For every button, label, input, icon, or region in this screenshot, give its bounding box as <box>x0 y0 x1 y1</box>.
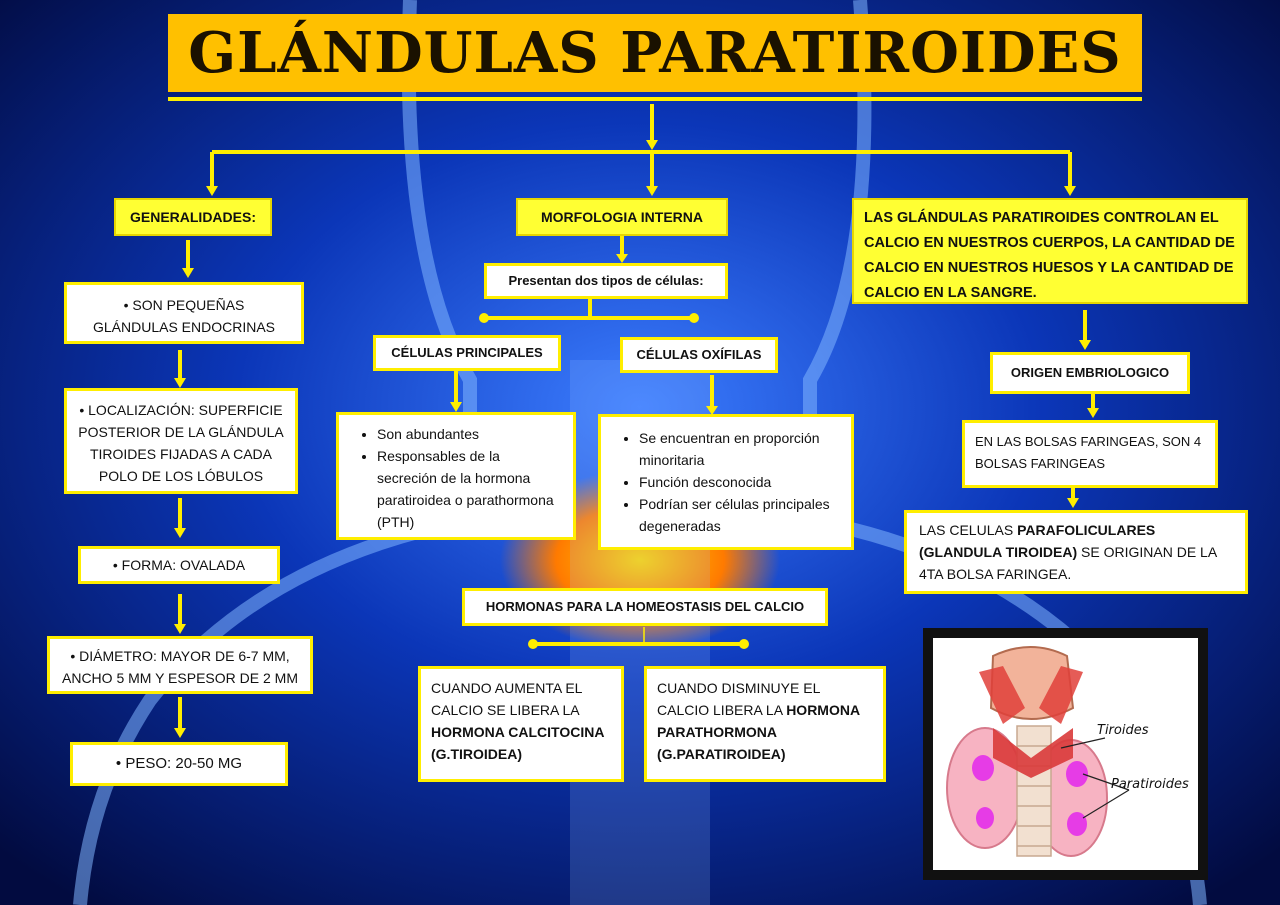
morfologia-header: MORFOLOGIA INTERNA <box>516 198 728 236</box>
principales-item-2: Responsables de la secreción de la hormo… <box>377 445 563 533</box>
hormona-disminuye-box: CUANDO DISMINUYE EL CALCIO LIBERA LA HOR… <box>644 666 886 782</box>
hormona-aumenta-text: CUANDO AUMENTA EL CALCIO SE LIBERA LA <box>431 680 582 718</box>
generalidades-item-4: • DIÁMETRO: MAYOR DE 6-7 MM, ANCHO 5 MM … <box>47 636 313 694</box>
title-underline <box>168 97 1142 101</box>
oxifilas-item-1: Se encuentran en proporción minoritaria <box>639 427 841 471</box>
generalidades-item-3: • FORMA: OVALADA <box>78 546 280 584</box>
oxifilas-item-2: Función desconocida <box>639 471 841 493</box>
bolsas-faringeas-box: EN LAS BOLSAS FARINGEAS, SON 4 BOLSAS FA… <box>962 420 1218 488</box>
celulas-parafoliculares-box: LAS CELULAS PARAFOLICULARES (GLANDULA TI… <box>904 510 1248 594</box>
parafoliculares-pre: LAS CELULAS <box>919 522 1014 538</box>
hormona-parathormona: HORMONA PARATHORMONA (G.PARATIROIDEA) <box>657 702 860 762</box>
generalidades-item-5: • PESO: 20-50 MG <box>70 742 288 786</box>
calcio-control-summary: LAS GLÁNDULAS PARATIROIDES CONTROLAN EL … <box>852 198 1248 304</box>
principales-item-1: Son abundantes <box>377 423 563 445</box>
page-title: GLÁNDULAS PARATIROIDES <box>168 14 1142 92</box>
hormona-calcitocina: HORMONA CALCITOCINA (G.TIROIDEA) <box>431 724 604 762</box>
celulas-oxifilas-header: CÉLULAS OXÍFILAS <box>620 337 778 373</box>
origen-embriologico-header: ORIGEN EMBRIOLOGICO <box>990 352 1190 394</box>
celulas-principales-header: CÉLULAS PRINCIPALES <box>373 335 561 371</box>
celulas-oxifilas-list: Se encuentran en proporción minoritaria … <box>598 414 854 550</box>
celulas-principales-list: Son abundantes Responsables de la secrec… <box>336 412 576 540</box>
celulas-types-label: Presentan dos tipos de células: <box>484 263 728 299</box>
generalidades-header: GENERALIDADES: <box>114 198 272 236</box>
hormona-disminuye-text: CUANDO DISMINUYE EL CALCIO LIBERA LA <box>657 680 820 718</box>
label-paratiroides: Paratiroides <box>1111 777 1189 792</box>
parafoliculares-post: SE ORIGINAN DE LA 4TA BOLSA FARINGEA. <box>919 544 1217 582</box>
thyroid-illustration: Tiroides Paratiroides <box>923 628 1208 880</box>
generalidades-item-2: • LOCALIZACIÓN: SUPERFICIE POSTERIOR DE … <box>64 388 298 494</box>
parafoliculares-bold: PARAFOLICULARES (GLANDULA TIROIDEA) <box>919 522 1156 560</box>
label-tiroides: Tiroides <box>1097 723 1149 738</box>
hormona-aumenta-box: CUANDO AUMENTA EL CALCIO SE LIBERA LA HO… <box>418 666 624 782</box>
oxifilas-item-3: Podrían ser células principales degenera… <box>639 493 841 537</box>
generalidades-item-1: • SON PEQUEÑAS GLÁNDULAS ENDOCRINAS <box>64 282 304 344</box>
hormonas-header: HORMONAS PARA LA HOMEOSTASIS DEL CALCIO <box>462 588 828 626</box>
